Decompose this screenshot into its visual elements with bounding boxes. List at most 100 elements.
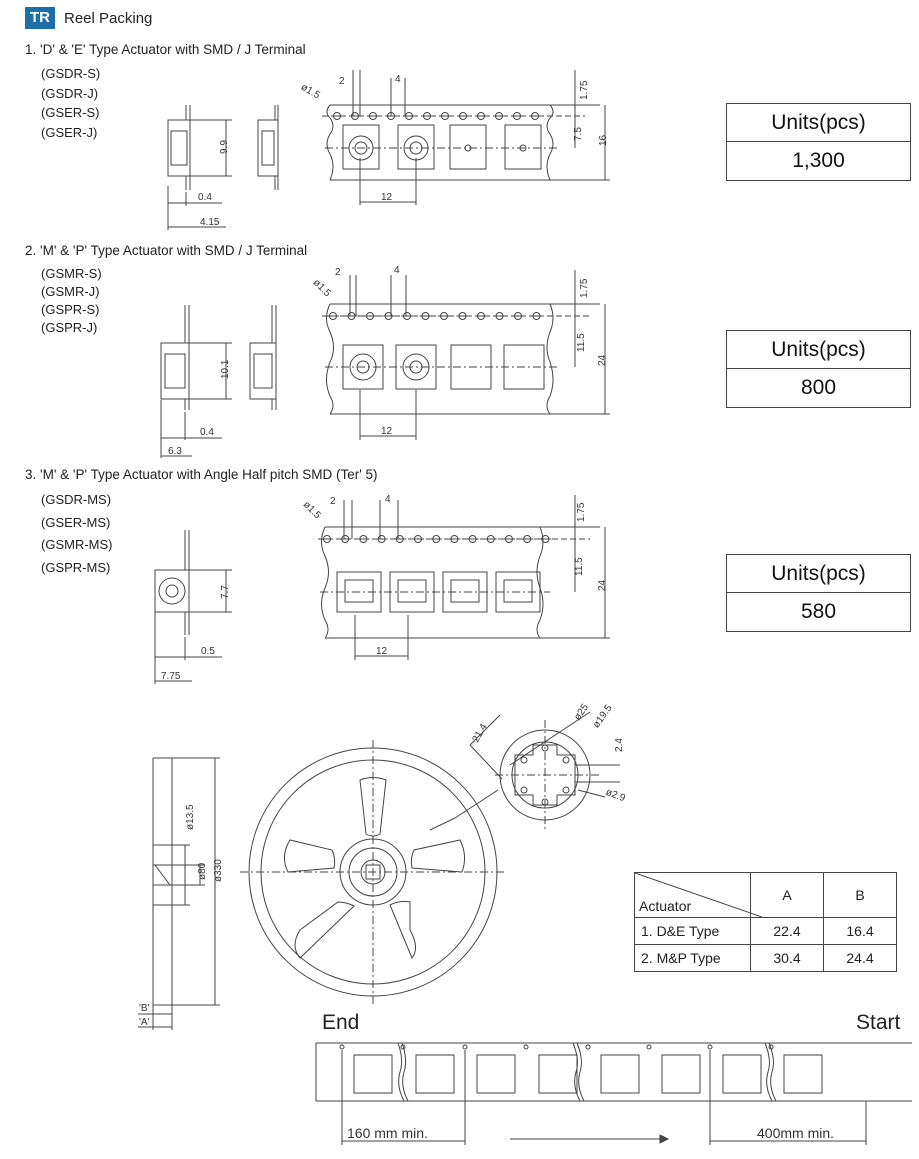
s3-dim-d2: 0.5 xyxy=(201,646,215,657)
s1-dim-d2: 0.4 xyxy=(198,192,212,203)
table-cell-b: 24.4 xyxy=(823,944,897,972)
tape-dim-left: 160 mm min. xyxy=(347,1125,428,1141)
page-title: Reel Packing xyxy=(64,9,153,27)
s2-dim-pitch12: 12 xyxy=(381,426,393,437)
table-cell-name: 2. M&P Type xyxy=(634,944,751,972)
s2-tape xyxy=(322,270,610,440)
table-header-b: B xyxy=(823,872,897,918)
tr-badge: TR xyxy=(25,7,55,29)
units-value: 580 xyxy=(800,600,837,623)
s3-dim-hole: ø1.5 xyxy=(301,499,323,521)
s2-dim-d1: 10.1 xyxy=(220,359,231,379)
model-item: (GSPR-J) xyxy=(41,320,98,335)
units-label: Units(pcs) xyxy=(727,331,910,369)
s3-side-view xyxy=(154,530,232,684)
s3-dim-pitch4: 4 xyxy=(385,494,391,505)
s2-dim-pitch4: 4 xyxy=(394,265,400,276)
s2-dim-edge: 1.75 xyxy=(579,278,590,298)
model-item: (GSDR-MS) xyxy=(41,492,112,507)
tape-strip xyxy=(315,1042,912,1145)
model-item: (GSMR-MS) xyxy=(41,537,113,552)
s1-dim-hole: ø1.5 xyxy=(299,82,322,102)
tape-end-label: End xyxy=(322,1011,360,1034)
hub-dim-24: 2.4 xyxy=(614,738,625,752)
units-label: Units(pcs) xyxy=(727,104,910,142)
hub-dim-29: ø2.9 xyxy=(604,787,627,804)
reel-hub-detail xyxy=(469,711,620,830)
units-value: 800 xyxy=(800,376,837,399)
s2-dim-d3: 6.3 xyxy=(168,446,182,457)
page-header: TR Reel Packing xyxy=(25,6,152,30)
s2-dim-pitch2: 2 xyxy=(335,267,341,278)
units-label: Units(pcs) xyxy=(727,555,910,593)
s1-dim-d3: 4.15 xyxy=(200,217,220,228)
reel-label-a: 'A' xyxy=(139,1017,150,1028)
model-item: (GSER-S) xyxy=(41,105,100,120)
s3-dim-width: 24 xyxy=(597,579,608,591)
tape-start-label: Start xyxy=(856,1011,901,1034)
s1-dim-pitch12: 12 xyxy=(381,192,393,203)
s3-dim-edge: 1.75 xyxy=(576,502,587,522)
hub-dim-195: ø19.5 xyxy=(591,703,615,731)
s3-dim-pitch12: 12 xyxy=(376,646,388,657)
s1-tape xyxy=(322,70,610,205)
s2-dim-d2: 0.4 xyxy=(200,427,214,438)
hub-dim-214: 21.4 xyxy=(471,722,490,745)
table-corner-label: Actuator xyxy=(639,898,692,914)
table-row: 1. D&E Type 22.4 16.4 xyxy=(634,917,897,945)
table-cell-a: 22.4 xyxy=(750,917,824,945)
s1-dim-d1: 9.9 xyxy=(219,140,230,154)
model-item: (GSMR-S) xyxy=(41,266,102,281)
section-2-models: (GSMR-S) (GSMR-J) (GSPR-S) (GSPR-J) xyxy=(41,265,102,337)
s1-side-view xyxy=(167,105,279,230)
s2-side-view xyxy=(160,305,277,458)
table-header-a: A xyxy=(750,872,824,918)
table-cell-a: 30.4 xyxy=(750,944,824,972)
hub-dim-25: ø25 xyxy=(572,702,591,723)
section-3-models: (GSDR-MS) (GSER-MS) (GSMR-MS) (GSPR-MS) xyxy=(41,489,113,579)
s3-dim-half: 11.5 xyxy=(574,557,585,576)
s1-dim-pitch2: 2 xyxy=(339,76,345,87)
section-1-models: (GSDR-S) (GSDR-J) (GSER-S) (GSER-J) xyxy=(41,64,100,142)
units-box-1: Units(pcs) 1,300 xyxy=(726,103,911,181)
s3-tape xyxy=(318,495,610,660)
corner-diagonal xyxy=(635,873,762,917)
reel-dim-80: ø80 xyxy=(197,862,208,880)
units-box-3: Units(pcs) 580 xyxy=(726,554,911,632)
s3-dim-d3: 7.75 xyxy=(161,671,181,682)
model-item: (GSPR-MS) xyxy=(41,559,111,575)
model-item: (GSMR-J) xyxy=(41,284,100,299)
s2-dim-width: 24 xyxy=(597,354,608,366)
model-item: (GSPR-S) xyxy=(41,302,100,317)
section-3-title: 3. 'M' & 'P' Type Actuator with Angle Ha… xyxy=(25,467,378,482)
section-1-title: 1. 'D' & 'E' Type Actuator with SMD / J … xyxy=(25,42,306,57)
model-item: (GSDR-S) xyxy=(41,66,101,81)
units-box-2: Units(pcs) 800 xyxy=(726,330,911,408)
reel-dim-135: ø13.5 xyxy=(185,804,196,830)
table-cell-b: 16.4 xyxy=(823,917,897,945)
s2-dim-hole: ø1.5 xyxy=(311,277,333,299)
reel-front-view xyxy=(240,740,505,1005)
s1-dim-edge: 1.75 xyxy=(579,80,590,100)
reel-label-b: 'B' xyxy=(139,1003,150,1014)
s3-dim-d1: 7.7 xyxy=(220,585,231,599)
sprocket-holes xyxy=(321,112,552,543)
s1-dim-pitch4: 4 xyxy=(395,74,401,85)
units-value: 1,300 xyxy=(792,149,845,172)
model-item: (GSER-J) xyxy=(41,124,98,140)
model-item: (GSDR-J) xyxy=(41,85,99,101)
table-row: 2. M&P Type 30.4 24.4 xyxy=(634,944,897,972)
table-corner-cell: Actuator xyxy=(634,872,762,918)
table-cell-name: 1. D&E Type xyxy=(634,917,751,945)
section-2-title: 2. 'M' & 'P' Type Actuator with SMD / J … xyxy=(25,243,308,258)
reel-dim-330: ø330 xyxy=(213,859,224,882)
s1-dim-width: 16 xyxy=(598,134,609,146)
s1-dim-half: 7.5 xyxy=(573,127,584,141)
reel-side-profile xyxy=(138,757,220,1030)
tape-dim-right: 400mm min. xyxy=(757,1125,834,1141)
model-item: (GSER-MS) xyxy=(41,514,111,530)
ab-dimension-table: Actuator A B 1. D&E Type 22.4 16.4 2. M&… xyxy=(634,872,897,972)
s2-dim-half: 11.5 xyxy=(576,333,587,352)
s3-dim-pitch2: 2 xyxy=(330,496,336,507)
